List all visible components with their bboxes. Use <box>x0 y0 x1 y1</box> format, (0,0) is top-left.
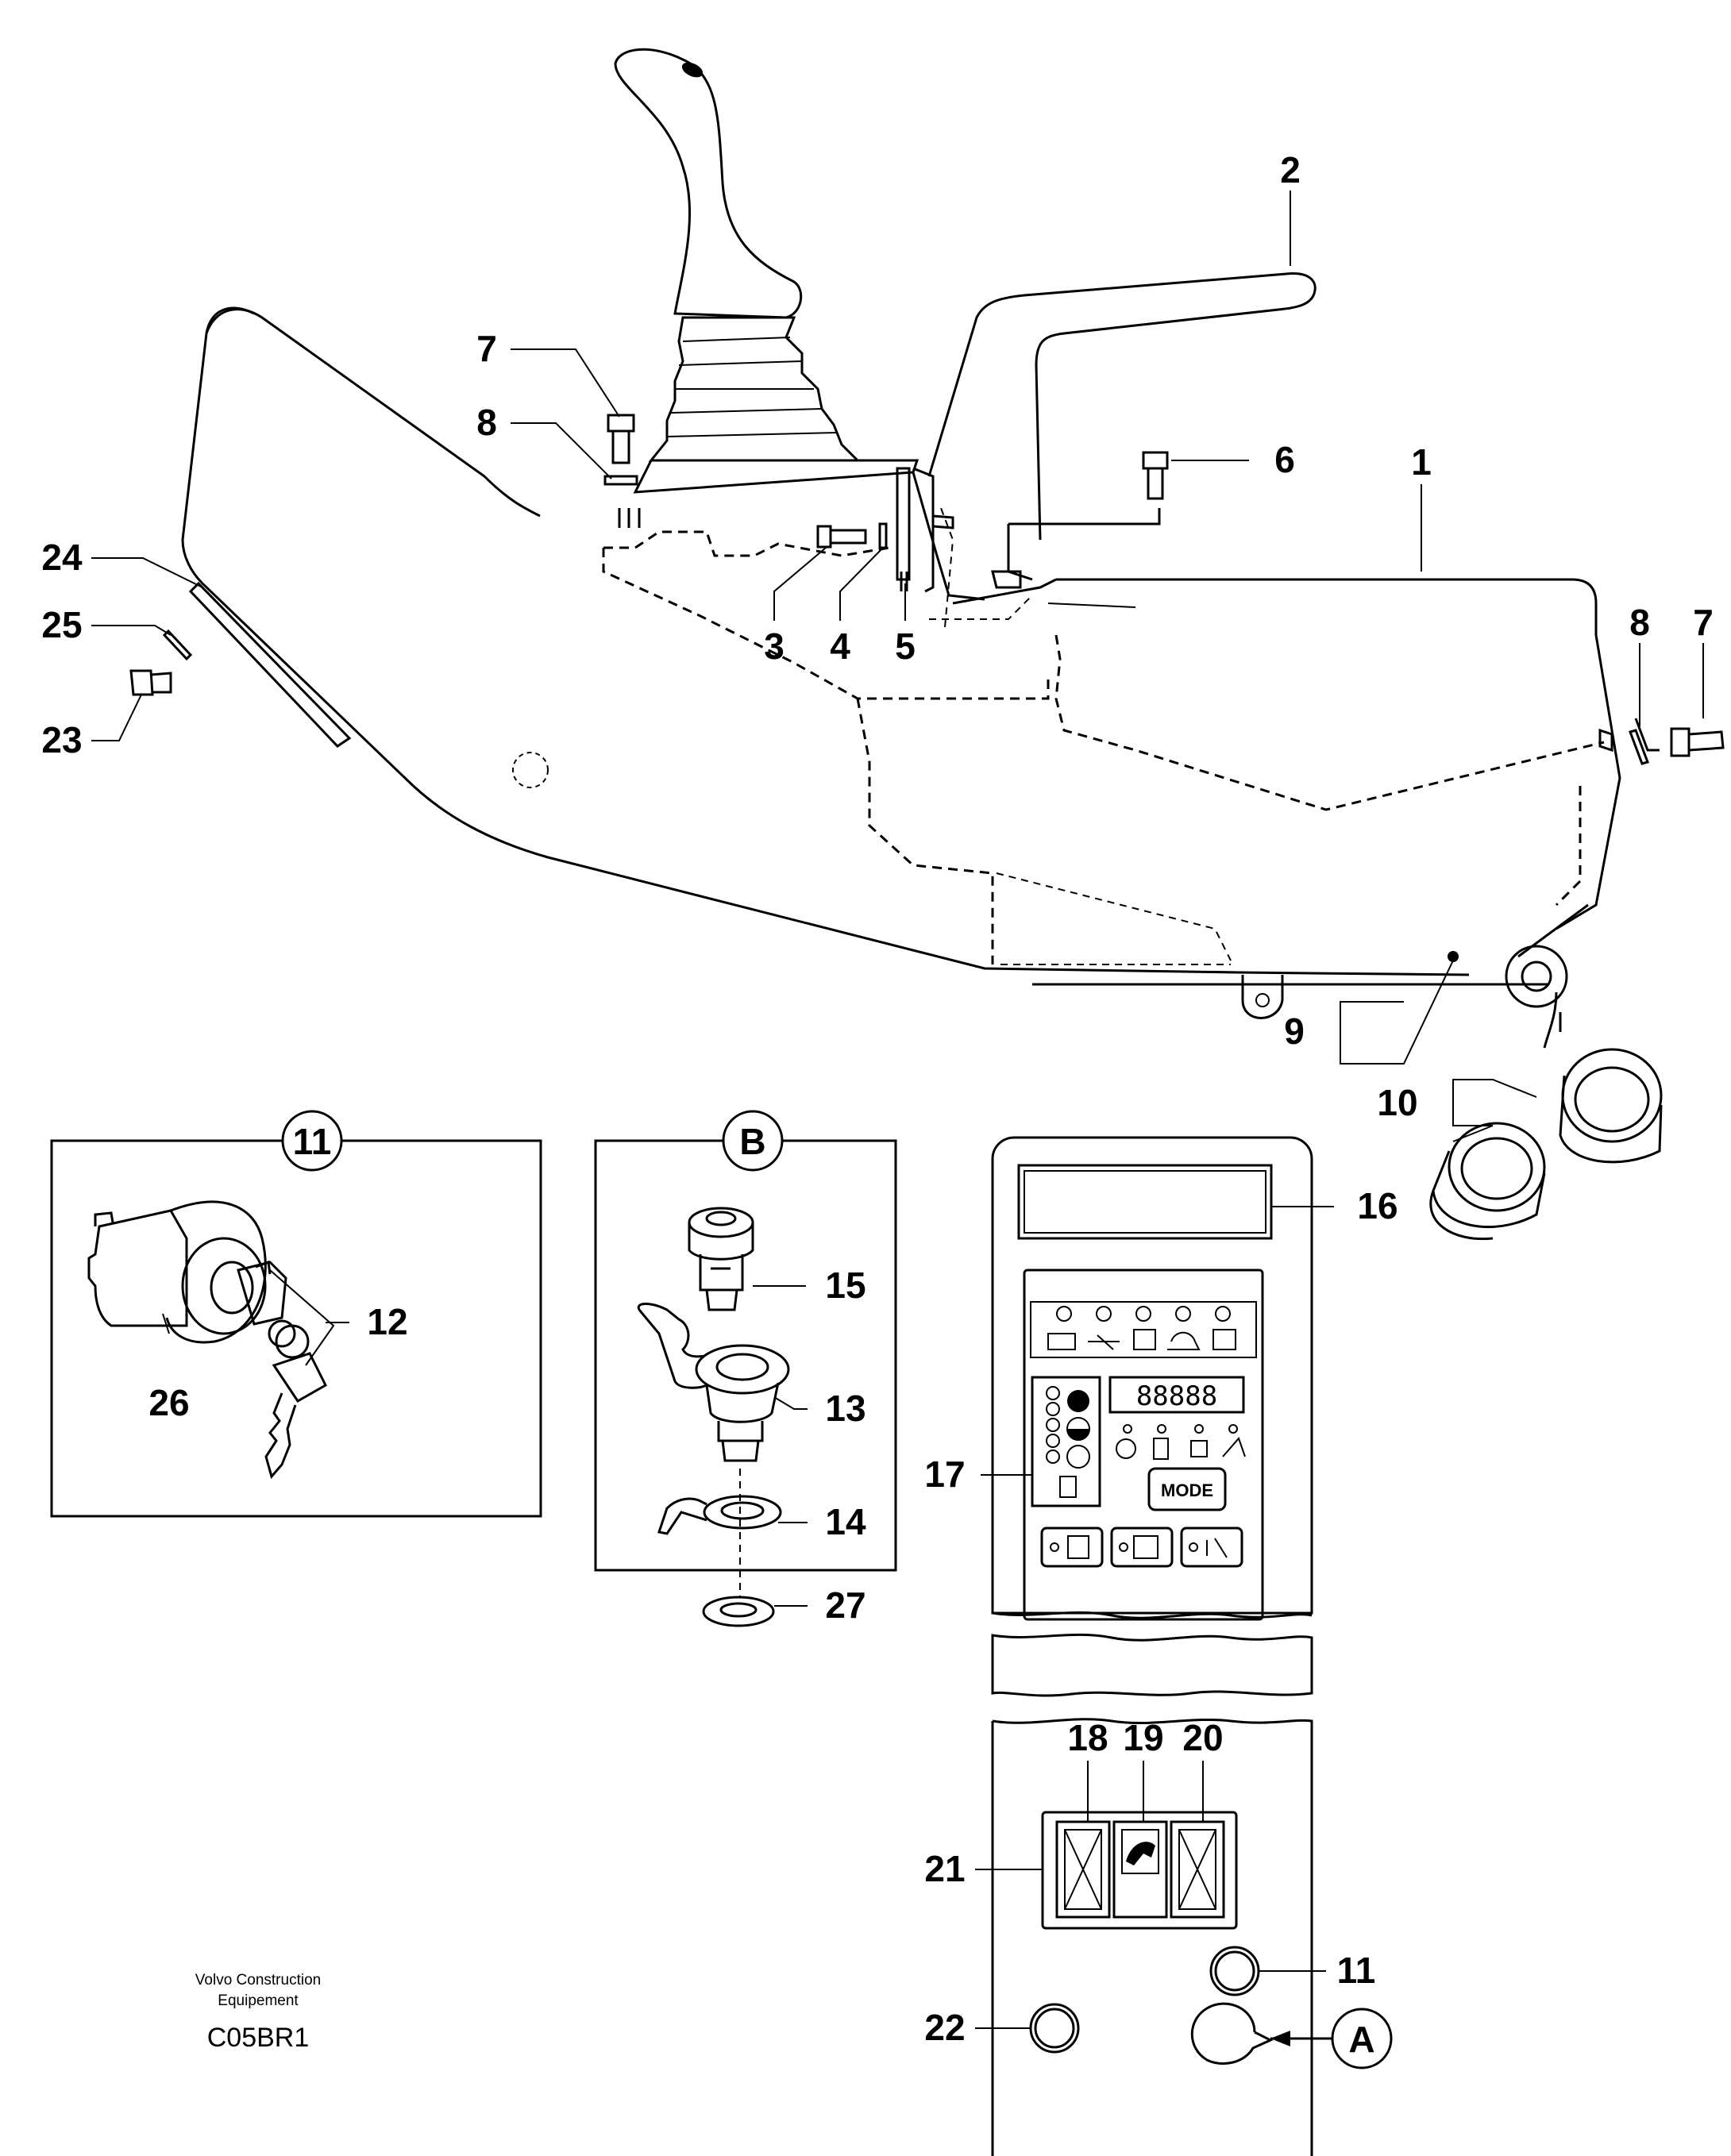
bolt-icon <box>129 414 1725 765</box>
callout-14: 14 <box>825 1501 866 1542</box>
key-icon <box>264 1319 327 1480</box>
callout-1: 1 <box>1411 441 1432 483</box>
arrow-a-marker: A <box>1348 2019 1374 2060</box>
ignition-switch-icon <box>87 1200 287 1344</box>
joystick-lever-icon <box>614 48 919 494</box>
handrest-lever-icon <box>912 272 1317 601</box>
control-panel-icon: 88888 MODE <box>991 1136 1393 2156</box>
company-line-2: Equipement <box>218 1992 299 2009</box>
callout-15: 15 <box>825 1265 866 1306</box>
detail-11-marker: 11 <box>293 1121 332 1162</box>
bushing-icon <box>1429 1048 1663 1241</box>
callout-7-top: 7 <box>476 328 497 369</box>
callout-2: 2 <box>1280 149 1301 191</box>
leader-lines <box>91 191 1704 2029</box>
fuel-cap-icon <box>637 1207 790 1604</box>
callout-6: 6 <box>1274 439 1295 480</box>
callout-8-top: 8 <box>476 402 497 443</box>
callout-20: 20 <box>1182 1717 1223 1758</box>
mode-button-label: MODE <box>1161 1480 1213 1500</box>
callout-7-right: 7 <box>1693 602 1714 643</box>
company-line-1: Volvo Construction <box>195 1972 321 1989</box>
callout-4: 4 <box>830 626 850 667</box>
segment-display: 88888 <box>1136 1380 1217 1412</box>
footer: Volvo Construction Equipement C05BR1 <box>195 1972 321 2053</box>
callout-3: 3 <box>764 626 785 667</box>
callout-21: 21 <box>924 1848 965 1889</box>
callout-27: 27 <box>825 1584 866 1626</box>
callout-19: 19 <box>1123 1717 1163 1758</box>
callout-5: 5 <box>895 626 916 667</box>
callout-24: 24 <box>41 537 83 578</box>
figure-code: C05BR1 <box>207 2023 310 2053</box>
detail-b-box: B <box>594 1110 897 1627</box>
callout-26: 26 <box>148 1382 189 1423</box>
callout-13: 13 <box>825 1388 866 1429</box>
console-housing-icon <box>181 306 1621 1049</box>
callout-16: 16 <box>1357 1185 1398 1226</box>
callout-9: 9 <box>1284 1011 1305 1052</box>
callout-25: 25 <box>41 604 82 645</box>
callout-18: 18 <box>1067 1717 1108 1758</box>
callout-11-panel: 11 <box>1337 1950 1376 1991</box>
detail-b-marker: B <box>739 1121 765 1162</box>
callout-10: 10 <box>1377 1082 1417 1123</box>
callouts: 2 7 8 6 1 24 25 23 3 4 5 8 7 9 10 12 26 … <box>41 149 1713 2048</box>
indicator-lamp-icon <box>1056 1306 1231 1322</box>
callout-23: 23 <box>41 719 82 760</box>
hidden-lines <box>602 507 1605 965</box>
detail-11-box: 11 <box>50 1110 542 1518</box>
callout-8-right: 8 <box>1629 602 1650 643</box>
callout-12: 12 <box>367 1301 407 1342</box>
callout-17: 17 <box>924 1453 965 1495</box>
callout-22: 22 <box>924 2007 965 2048</box>
